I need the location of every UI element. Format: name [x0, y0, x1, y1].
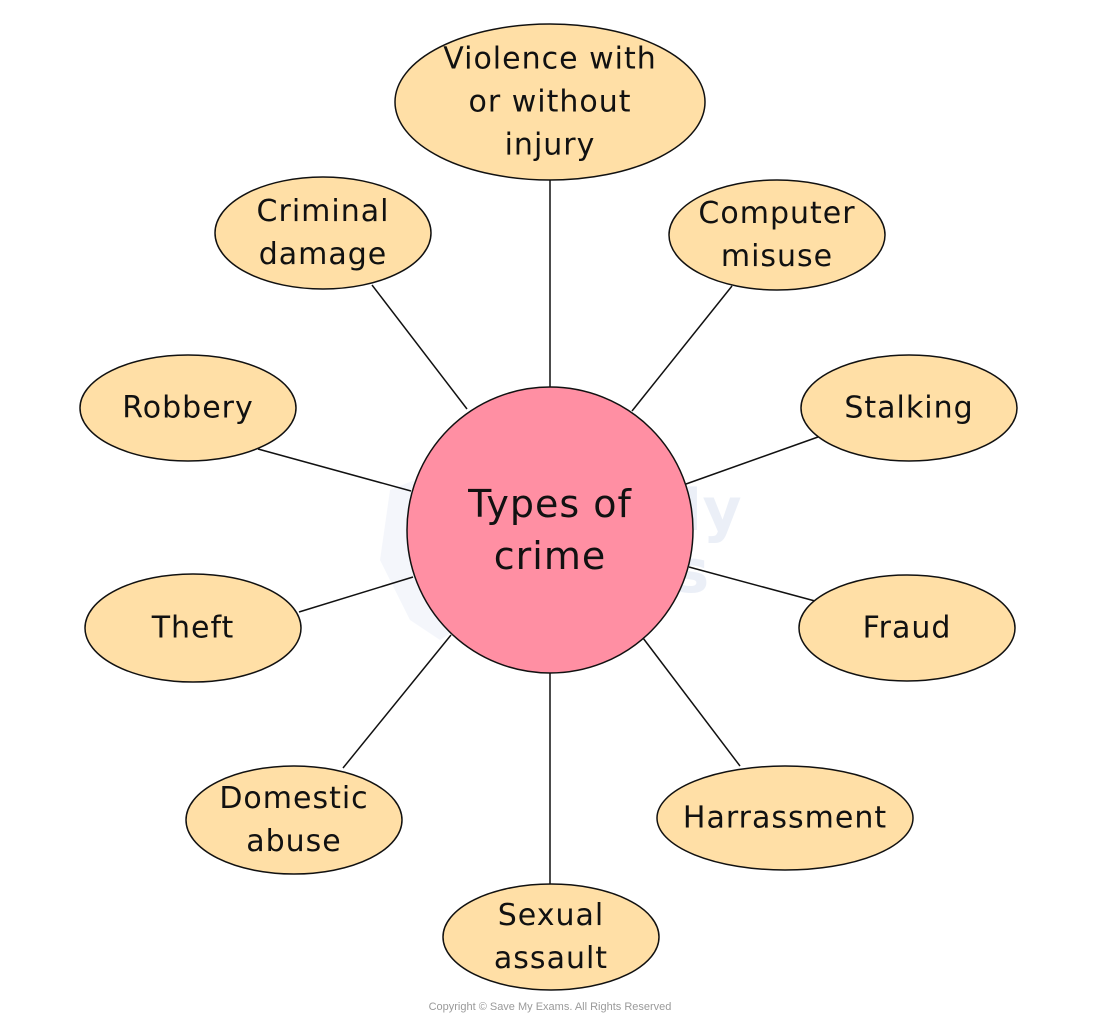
connector-domestic-abuse	[342, 634, 452, 769]
node-sexual-assault-bubble	[442, 883, 660, 991]
connector-criminal-damage	[371, 284, 468, 410]
node-theft: Theft	[84, 573, 302, 683]
node-theft-bubble	[84, 573, 302, 683]
center-node: Types of crime	[406, 386, 694, 674]
connector-harrassment	[642, 637, 741, 767]
center-title-line-1: Types of	[467, 482, 632, 526]
node-fraud: Fraud	[798, 574, 1016, 682]
node-domestic-abuse-line-1: Domestic	[219, 781, 368, 816]
node-violence-line-2: or without	[468, 85, 631, 120]
connector-robbery	[257, 448, 412, 492]
node-computer-misuse-line-1: Computer	[698, 196, 855, 231]
node-fraud-bubble	[798, 574, 1016, 682]
connector-lines	[257, 180, 819, 884]
connector-fraud	[688, 566, 816, 602]
node-criminal-damage-line-1: Criminal	[257, 194, 390, 229]
node-harrassment-bubble	[656, 765, 914, 871]
node-stalking-line-1: Stalking	[844, 391, 973, 426]
node-domestic-abuse-bubble	[185, 765, 403, 875]
node-fraud-line-1: Fraud	[863, 611, 952, 646]
node-criminal-damage-line-2: damage	[259, 237, 388, 272]
center-circle	[406, 386, 694, 674]
node-violence-line-3: injury	[505, 128, 596, 163]
node-robbery-bubble	[79, 354, 297, 462]
node-stalking-bubble	[800, 354, 1018, 462]
node-robbery: Robbery	[79, 354, 297, 462]
center-title-line-2: crime	[494, 534, 606, 578]
node-violence: Violence with or without injury	[394, 23, 706, 181]
node-domestic-abuse: Domestic abuse	[185, 765, 403, 875]
node-sexual-assault-line-1: Sexual	[498, 898, 604, 933]
connector-computer-misuse	[631, 285, 733, 412]
node-violence-bubble	[394, 23, 706, 181]
node-robbery-line-1: Robbery	[122, 391, 253, 426]
connector-theft	[298, 576, 414, 613]
node-sexual-assault: Sexual assault	[442, 883, 660, 991]
node-sexual-assault-line-2: assault	[494, 941, 608, 976]
node-harrassment-line-1: Harrassment	[683, 801, 887, 836]
node-computer-misuse-bubble	[668, 179, 886, 291]
connector-stalking	[685, 436, 819, 485]
node-computer-misuse: Computer misuse	[668, 179, 886, 291]
node-criminal-damage-bubble	[214, 176, 432, 290]
node-criminal-damage: Criminal damage	[214, 176, 432, 290]
node-stalking: Stalking	[800, 354, 1018, 462]
node-computer-misuse-line-2: misuse	[721, 239, 833, 274]
node-domestic-abuse-line-2: abuse	[246, 824, 342, 859]
node-violence-line-1: Violence with	[443, 42, 657, 77]
node-harrassment: Harrassment	[656, 765, 914, 871]
node-theft-line-1: Theft	[151, 611, 235, 646]
copyright-notice: Copyright © Save My Exams. All Rights Re…	[428, 1001, 672, 1013]
